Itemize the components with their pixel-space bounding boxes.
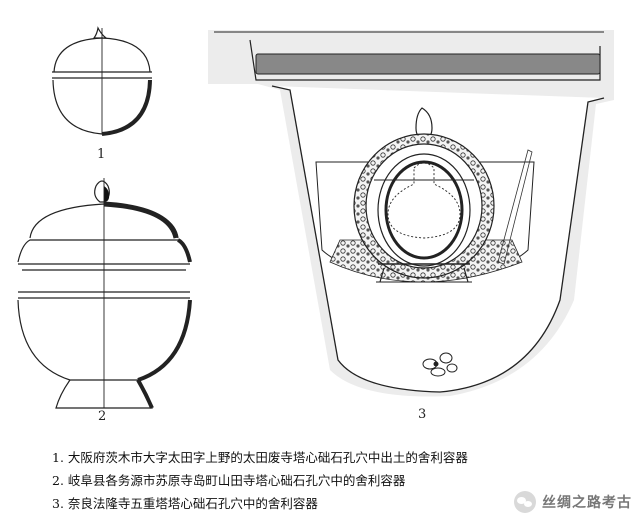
- caption-1: 1. 大阪府茨木市大字太田字上野的太田废寺塔心础石孔穴中出土的舍利容器: [52, 450, 468, 465]
- watermark-text: 丝绸之路考古: [542, 495, 632, 511]
- pebble-cluster: [422, 352, 458, 377]
- figure-number-1: 1: [97, 147, 105, 162]
- reliquary-vessel-3: [353, 107, 495, 283]
- caption-3: 3. 奈良法隆寺五重塔塔心础石孔穴中的舍利容器: [52, 496, 318, 511]
- watermark: 丝绸之路考古: [514, 491, 632, 513]
- caption-list: 1. 大阪府茨木市大字太田字上野的太田废寺塔心础石孔穴中出土的舍利容器 2. 岐…: [52, 446, 572, 515]
- figure-number-3: 3: [418, 407, 426, 422]
- caption-2: 2. 岐阜县各务源市苏原寺岛町山田寺塔心础石孔穴中的舍利容器: [52, 473, 406, 488]
- reliquary-line-drawings: 1 2: [17, 26, 614, 424]
- reliquary-vessel-1: [52, 26, 152, 136]
- chat-bubble-icon: [514, 491, 536, 513]
- figure-number-2: 2: [98, 409, 106, 424]
- reliquary-vessel-2: [17, 178, 192, 409]
